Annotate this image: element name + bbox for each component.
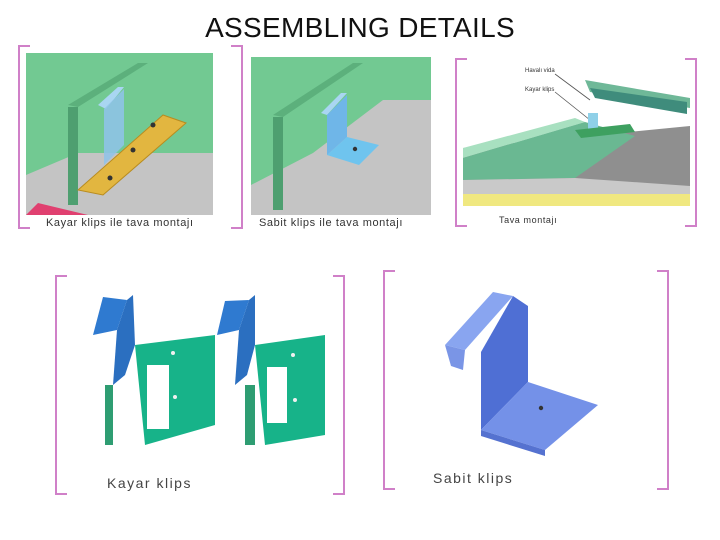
- panel-bracket-right: [231, 45, 243, 229]
- panel-fixed-clip: Sabit klips: [383, 270, 673, 492]
- panel-fixed-clip-assembly: Sabit klips ile tava montajı: [243, 45, 443, 230]
- tray-assembly-label-clip: Kayar klips: [525, 87, 555, 93]
- panel-sliding-clip-assembly: Kayar klips ile tava montajı: [18, 45, 243, 230]
- panel-bracket-left: [55, 275, 67, 495]
- sliding-clip-assembly-caption: Kayar klips ile tava montajı: [46, 217, 194, 229]
- fixed-clip-assembly-caption: Sabit klips ile tava montajı: [259, 217, 403, 229]
- tray-assembly-caption: Tava montajı: [499, 215, 558, 225]
- panel-bracket-left: [18, 45, 30, 229]
- fixed-clip-assembly-illustration: [251, 57, 431, 215]
- panel-bracket-right: [657, 270, 669, 490]
- panel-bracket-right: [685, 58, 697, 227]
- panel-sliding-clip: Kayar klips: [55, 275, 350, 497]
- fixed-clip-illustration: [445, 292, 598, 456]
- sliding-clip-caption: Kayar klips: [107, 475, 192, 491]
- sliding-clip-assembly-illustration: [26, 53, 213, 215]
- panel-tray-assembly: Havalı vida Kayar klips Tava montajı: [455, 58, 700, 230]
- tray-assembly-illustration: [463, 73, 690, 206]
- tray-assembly-label-screw: Havalı vida: [525, 68, 555, 74]
- slide-title: ASSEMBLING DETAILS: [205, 12, 515, 43]
- fixed-clip-caption: Sabit klips: [433, 470, 514, 486]
- panel-bracket-left: [383, 270, 395, 490]
- panel-bracket-right: [333, 275, 345, 495]
- sliding-clip-illustration: [93, 295, 325, 445]
- panel-bracket-left: [455, 58, 467, 227]
